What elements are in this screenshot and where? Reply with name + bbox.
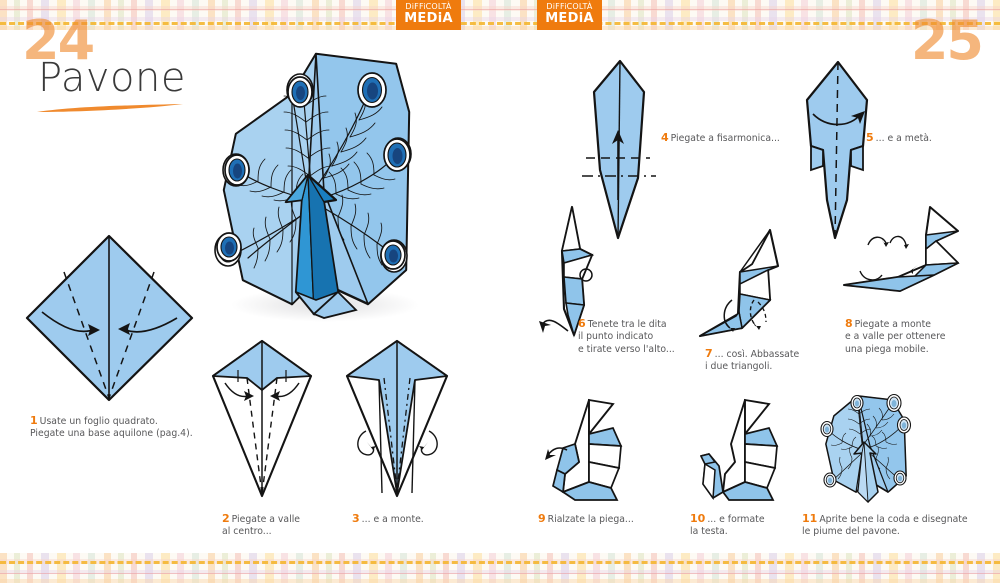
step-11-diagram	[808, 392, 933, 507]
step-10-diagram	[695, 398, 810, 505]
step-7-caption: 7... così. Abbassate i due triangoli.	[705, 347, 825, 374]
step-text-line: al centro...	[222, 526, 272, 538]
step-text-line: il punto indicato	[578, 331, 654, 343]
difficulty-badge-right: DiFFiCOLTÀ MEDiA	[537, 0, 602, 30]
difficulty-label: DiFFiCOLTÀ	[546, 2, 593, 11]
step-2-diagram	[207, 338, 317, 503]
title-underline-swash	[37, 104, 183, 112]
hero-peacock-figure	[196, 42, 441, 334]
step-3-diagram	[340, 338, 455, 503]
step-6-diagram	[530, 205, 620, 340]
step-number: 1	[30, 414, 38, 427]
page-title: Pavone	[38, 55, 186, 101]
step-text-line: la testa.	[690, 526, 728, 538]
step-number: 7	[705, 347, 713, 360]
step-10-caption: 10... e formate la testa.	[690, 512, 800, 539]
plaid-thin-line	[0, 9, 1000, 10]
step-text-line: ... e a metà.	[875, 133, 932, 144]
step-text-line: i due triangoli.	[705, 361, 773, 373]
plaid-vertical-stripes	[0, 0, 1000, 30]
step-number: 6	[578, 317, 586, 330]
step-8-diagram	[838, 205, 968, 315]
step-1-diagram	[22, 232, 197, 404]
step-number: 5	[866, 131, 874, 144]
step-text-line: Aprite bene la coda e disegnate	[819, 514, 968, 525]
step-text-line: Piegate a fisarmonica...	[670, 133, 780, 144]
step-text-line: ... così. Abbassate	[714, 349, 800, 360]
step-number: 10	[690, 512, 706, 525]
step-5-caption: 5... e a metà.	[866, 131, 976, 145]
step-text-line: Piegate a monte	[854, 319, 931, 330]
plaid-dashed-line	[0, 561, 1000, 564]
page-number-left: 24	[22, 9, 95, 72]
plaid-thin-line	[0, 573, 1000, 574]
plaid-horizontal-stripes	[0, 553, 1000, 583]
step-text-line: Piegate a valle	[231, 514, 301, 525]
step-text-line: ... e formate	[707, 514, 765, 525]
step-number: 4	[661, 131, 669, 144]
bottom-plaid-border	[0, 553, 1000, 583]
step-text-line: Piegate una base aquilone (pag.4).	[30, 428, 193, 440]
step-5-diagram	[795, 58, 881, 243]
difficulty-value: MEDiA	[545, 11, 594, 26]
step-number: 8	[845, 317, 853, 330]
step-number: 3	[352, 512, 360, 525]
plaid-dashed-line	[0, 22, 1000, 25]
top-plaid-border	[0, 0, 1000, 30]
step-text-line: Tenete tra le dita	[587, 319, 667, 330]
step-number: 9	[538, 512, 546, 525]
page-number-right: 25	[910, 9, 984, 72]
step-number: 11	[802, 512, 818, 525]
step-text-line: Rialzate la piega...	[547, 514, 634, 525]
difficulty-label: DiFFiCOLTÀ	[405, 2, 452, 11]
step-7-diagram	[692, 228, 812, 338]
difficulty-value: MEDiA	[404, 11, 453, 26]
plaid-vertical-stripes	[0, 553, 1000, 583]
difficulty-badge-left: DiFFiCOLTÀ MEDiA	[396, 0, 461, 30]
step-text-line: una piega mobile.	[845, 343, 929, 355]
plaid-horizontal-stripes	[0, 0, 1000, 30]
step-text-line: e a valle per ottenere	[845, 331, 946, 343]
step-text-line: Usate un foglio quadrato.	[39, 416, 158, 427]
step-text-line: e tirate verso l'alto...	[578, 343, 675, 355]
step-4-diagram	[578, 58, 660, 243]
step-text-line: le piume del pavone.	[802, 526, 900, 538]
step-3-caption: 3... e a monte.	[352, 512, 462, 526]
step-text-line: ... e a monte.	[361, 514, 424, 525]
step-9-diagram	[545, 398, 660, 505]
step-number: 2	[222, 512, 230, 525]
